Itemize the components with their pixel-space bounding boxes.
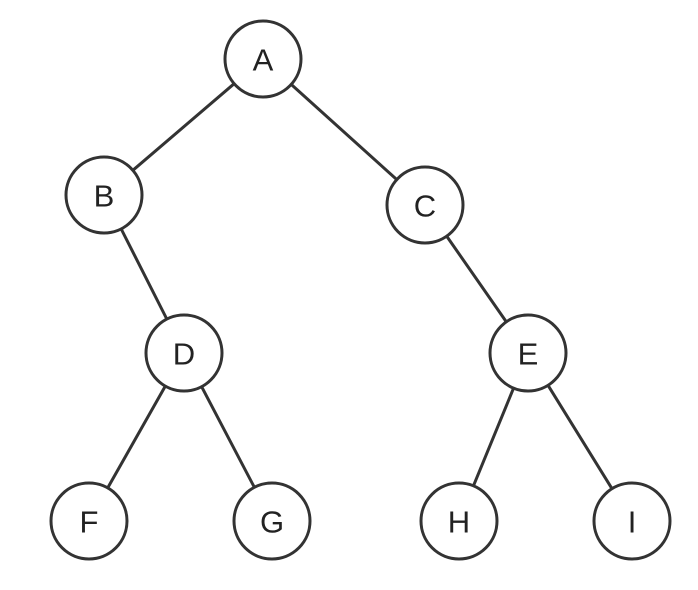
node-label-c: C bbox=[414, 189, 436, 224]
edges-layer bbox=[105, 81, 615, 492]
node-circle-h[interactable] bbox=[419, 481, 499, 561]
node-label-b: B bbox=[94, 179, 115, 214]
node-label-f: F bbox=[80, 505, 99, 540]
tree-edge-b-d bbox=[119, 226, 169, 322]
tree-node-a[interactable]: A bbox=[223, 19, 303, 99]
tree-node-g[interactable]: G bbox=[232, 481, 312, 561]
tree-node-c[interactable]: C bbox=[385, 165, 465, 245]
node-circle-i[interactable] bbox=[592, 481, 672, 561]
tree-node-b[interactable]: B bbox=[64, 155, 144, 235]
node-circle-a[interactable] bbox=[223, 19, 303, 99]
tree-node-e[interactable]: E bbox=[488, 313, 568, 393]
node-circle-b[interactable] bbox=[64, 155, 144, 235]
tree-edge-c-e bbox=[444, 233, 509, 325]
node-circle-d[interactable] bbox=[144, 313, 224, 393]
node-circle-g[interactable] bbox=[232, 481, 312, 561]
tree-edge-d-f bbox=[105, 383, 168, 491]
node-label-a: A bbox=[253, 43, 274, 78]
node-circle-e[interactable] bbox=[488, 313, 568, 393]
tree-edge-a-b bbox=[130, 81, 237, 173]
node-label-d: D bbox=[173, 337, 195, 372]
nodes-layer: A B C D E F G H I bbox=[49, 19, 672, 561]
tree-edge-e-i bbox=[545, 382, 615, 492]
tree-node-f[interactable]: F bbox=[49, 481, 129, 561]
tree-node-d[interactable]: D bbox=[144, 313, 224, 393]
node-label-h: H bbox=[448, 505, 470, 540]
node-label-i: I bbox=[628, 505, 637, 540]
node-label-e: E bbox=[518, 337, 539, 372]
node-circle-c[interactable] bbox=[385, 165, 465, 245]
tree-edge-a-c bbox=[288, 82, 400, 182]
tree-edge-d-g bbox=[199, 384, 257, 490]
tree-edge-e-h bbox=[471, 385, 516, 489]
tree-node-h[interactable]: H bbox=[419, 481, 499, 561]
node-label-g: G bbox=[260, 505, 284, 540]
node-circle-f[interactable] bbox=[49, 481, 129, 561]
tree-node-i[interactable]: I bbox=[592, 481, 672, 561]
